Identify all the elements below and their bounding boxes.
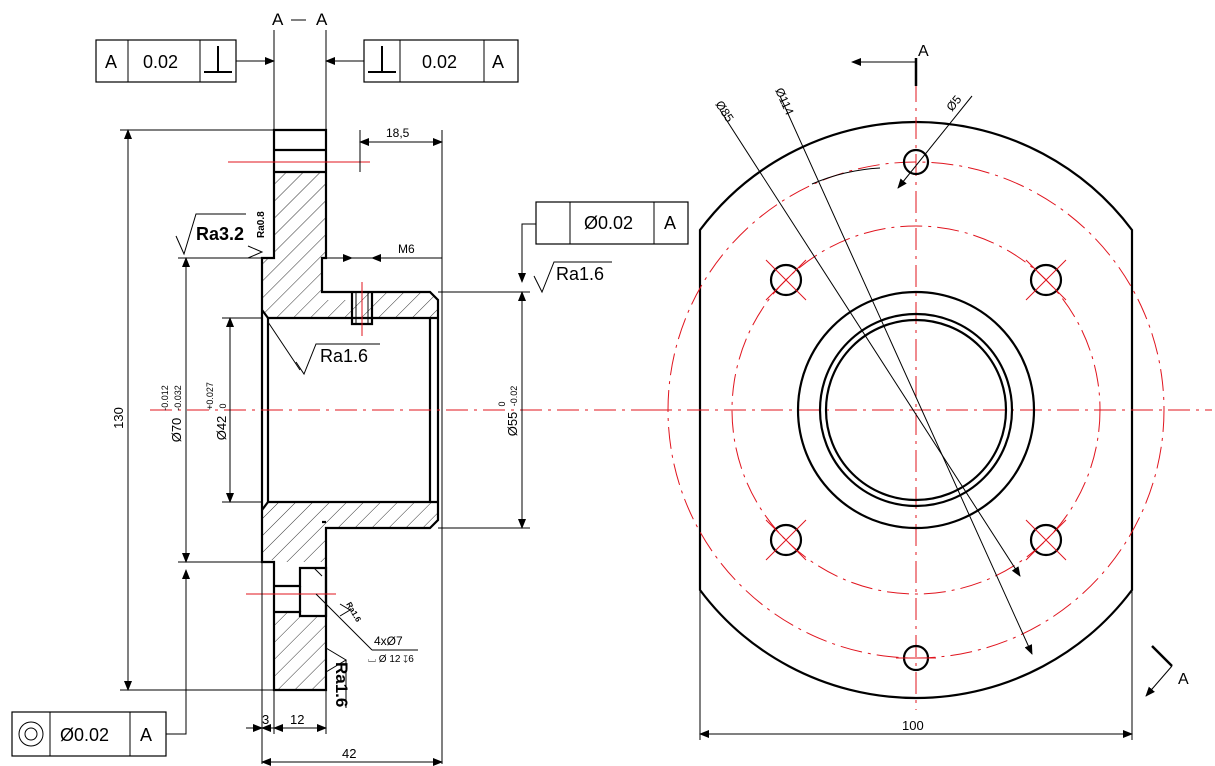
- dim-3: 3: [262, 712, 269, 727]
- ra-1-6-top: Ra1.6: [556, 264, 604, 284]
- gdt-left-datum: A: [105, 52, 117, 72]
- gdt-frame-perpendicularity-left: A 0.02: [95, 39, 275, 83]
- surface-finish-symbols: Ra3.2 Ra0.8 Ra1.6 Ra1.6 Ra1.6 Ra1.6: [175, 211, 612, 708]
- ra-1-6-bore: Ra1.6: [320, 346, 368, 366]
- dim-42-length: 42: [342, 746, 356, 761]
- section-outline: [260, 128, 440, 692]
- perpendicularity-icon: [204, 46, 232, 73]
- gdt-pos-datum: A: [664, 213, 676, 233]
- perpendicularity-icon: [368, 46, 396, 73]
- view-mark-top: A: [918, 43, 929, 60]
- gdt-right-value: 0.02: [422, 52, 457, 72]
- dim-12: 12: [290, 712, 304, 727]
- dimension-lines: 130 Ø70 -0.012 -0.032 Ø42 +0.027 0 Ø55 0…: [111, 126, 526, 766]
- hatched-section: [262, 172, 438, 690]
- dim-42: Ø42: [214, 416, 229, 441]
- gdt-frame-concentricity: Ø0.02 A: [11, 569, 190, 757]
- dim-42-tol-lower: 0: [218, 403, 228, 408]
- gdt-conc-value: Ø0.02: [60, 725, 109, 745]
- dim-5: Ø5: [943, 92, 964, 114]
- gdt-conc-datum: A: [140, 725, 152, 745]
- ra-0-8: Ra0.8: [256, 211, 267, 238]
- section-label-right: A: [316, 10, 328, 29]
- gdt-pos-value: Ø0.02: [584, 213, 633, 233]
- bolt-holes: [765, 148, 1067, 672]
- section-label-left: A: [272, 10, 284, 29]
- dim-100: 100: [902, 718, 924, 733]
- dim-55-tol-lower: -0.02: [509, 386, 519, 407]
- dim-70-tol-lower: -0.032: [173, 385, 183, 411]
- dim-55: Ø55: [505, 412, 520, 437]
- dim-counterbore: ⌴ Ø 12 ↧6: [368, 654, 414, 665]
- section-cut-marks: A A: [851, 43, 1189, 697]
- section-view: A — A: [11, 10, 689, 766]
- dim-holes: 4xØ7: [374, 634, 403, 648]
- gdt-left-value: 0.02: [143, 52, 178, 72]
- dim-114: Ø114: [772, 86, 797, 118]
- gdt-frame-perpendicularity-right: 0.02 A: [325, 39, 519, 83]
- gdt-frame-position: Ø0.02 A: [518, 201, 689, 283]
- dim-55-tol-upper: 0: [497, 401, 507, 406]
- front-view: Ø85 Ø114 Ø5 100 A A: [650, 43, 1212, 740]
- ra-3-2: Ra3.2: [196, 224, 244, 244]
- concentricity-icon: [18, 721, 44, 747]
- section-label-dash: —: [291, 11, 306, 28]
- dim-m6: M6: [398, 242, 415, 256]
- gdt-right-datum: A: [492, 52, 504, 72]
- ra-1-6-face: Ra1.6: [332, 662, 351, 707]
- dim-70-tol-upper: -0.012: [160, 385, 170, 411]
- view-mark-bottom: A: [1178, 671, 1189, 688]
- dim-18-5: 18,5: [386, 126, 410, 140]
- dim-70: Ø70: [169, 418, 184, 443]
- dim-85: Ø85: [712, 98, 736, 125]
- dim-130: 130: [111, 407, 126, 429]
- dim-42-tol-upper: +0.027: [205, 382, 215, 410]
